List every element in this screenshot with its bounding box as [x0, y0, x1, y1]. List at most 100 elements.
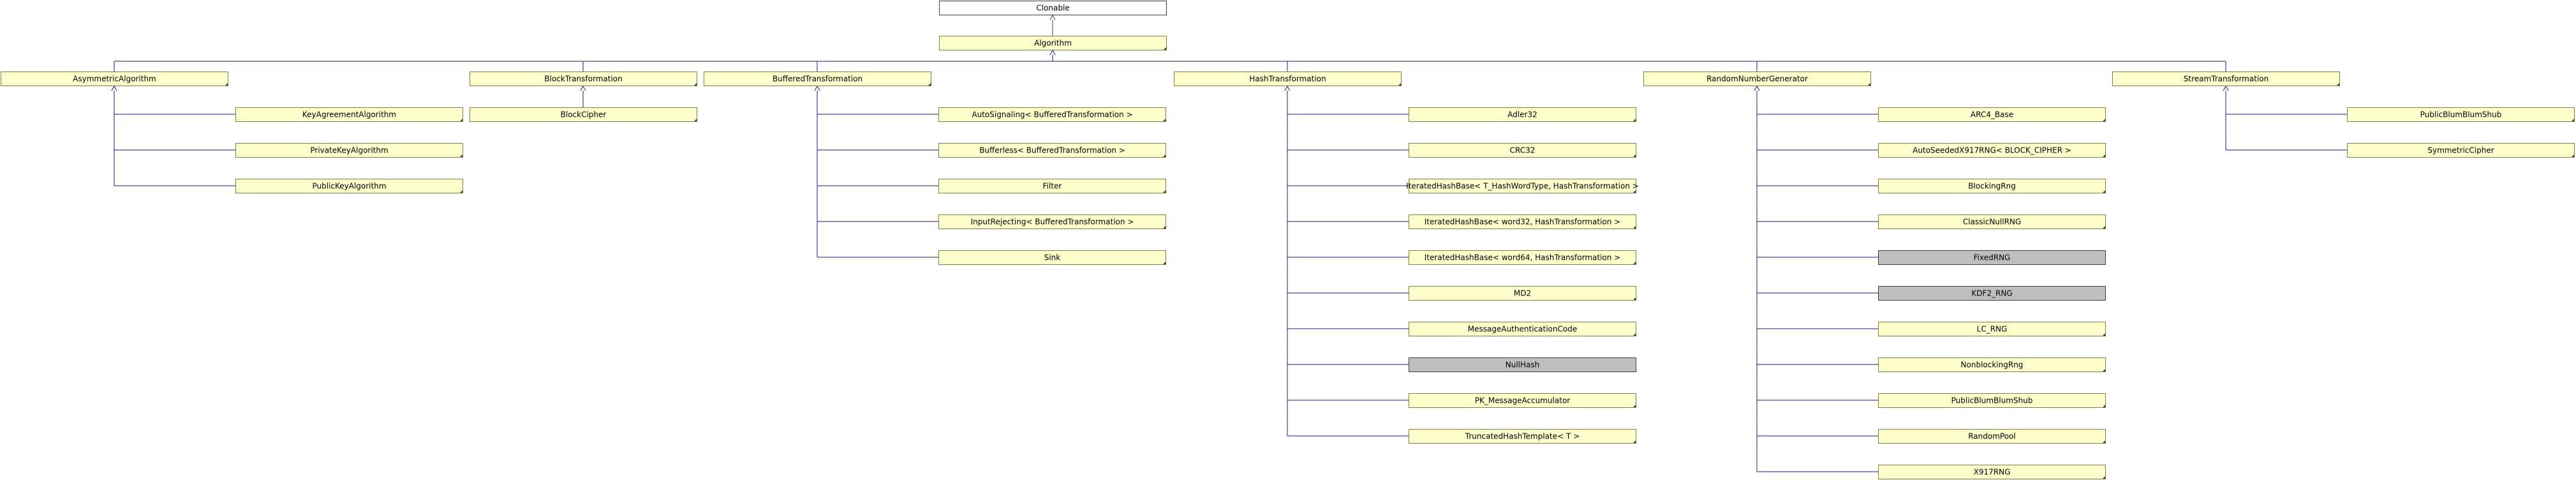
node-truncatedhashtemplate-t[interactable]: TruncatedHashTemplate< T > [1409, 429, 1636, 444]
node-iteratedhashbase-word32-hashtransformation[interactable]: IteratedHashBase< word32, HashTransforma… [1409, 214, 1636, 229]
node-fixedrng[interactable]: FixedRNG [1878, 250, 2106, 265]
node-truncatedhashtemplate-t-box [1409, 429, 1636, 444]
node-arc4-base-box [1878, 107, 2106, 122]
node-clonable[interactable]: Clonable [939, 1, 1167, 15]
node-blockingrng-label: BlockingRng [1968, 182, 2016, 191]
node-pk-messageaccumulator-box [1409, 393, 1636, 408]
node-blocktransformation-corner-icon [694, 83, 697, 86]
node-randomnumbergenerator-corner-icon [1868, 83, 1870, 86]
node-crc32[interactable]: CRC32 [1409, 143, 1636, 158]
node-inputrejecting-bufferedtransformation-box [938, 214, 1166, 229]
node-crc32-box [1409, 143, 1636, 158]
node-hashtransformation[interactable]: HashTransformation [1174, 71, 1402, 86]
node-symmetriccipher[interactable]: SymmetricCipher [2347, 143, 2575, 158]
node-privatekeyalgorithm[interactable]: PrivateKeyAlgorithm [235, 143, 463, 158]
node-pk-messageaccumulator[interactable]: PK_MessageAccumulator [1409, 393, 1636, 408]
node-filter-label: Filter [1043, 182, 1062, 191]
node-publicblumblumshub[interactable]: PublicBlumBlumShub [2347, 107, 2575, 122]
node-asymmetricalgorithm[interactable]: AsymmetricAlgorithm [1, 71, 228, 86]
node-nullhash-label: NullHash [1506, 361, 1539, 370]
node-iteratedhashbase-t-hashwordtype-hashtransformation[interactable]: IteratedHashBase< T_HashWordType, HashTr… [1406, 179, 1639, 193]
node-filter[interactable]: Filter [938, 179, 1166, 193]
node-md2-label: MD2 [1514, 289, 1531, 298]
node-clonable-label: Clonable [1036, 4, 1069, 13]
node-inputrejecting-bufferedtransformation-label: InputRejecting< BufferedTransformation > [971, 218, 1134, 227]
node-nonblockingrng-label: NonblockingRng [1961, 361, 2024, 370]
node-md2[interactable]: MD2 [1409, 286, 1636, 301]
node-privatekeyalgorithm-box [235, 143, 463, 158]
node-arc4-base[interactable]: ARC4_Base [1878, 107, 2106, 122]
node-iteratedhashbase-t-hashwordtype-hashtransformation-corner-icon [1633, 190, 1636, 193]
node-lc-rng-label: LC_RNG [1977, 325, 2008, 334]
node-sink-label: Sink [1044, 253, 1061, 262]
node-autosignaling-bufferedtransformation-box [938, 107, 1166, 122]
node-randomnumbergenerator[interactable]: RandomNumberGenerator [1643, 71, 1871, 86]
node-symmetriccipher-box [2347, 143, 2575, 158]
node-lc-rng-box [1878, 322, 2106, 336]
node-hashtransformation-corner-icon [1398, 83, 1401, 86]
node-autosignaling-bufferedtransformation[interactable]: AutoSignaling< BufferedTransformation > [938, 107, 1166, 122]
node-bufferedtransformation-corner-icon [928, 83, 931, 86]
node-keyagreementalgorithm-box [235, 107, 463, 122]
node-blockingrng-corner-icon [2103, 190, 2105, 193]
node-publickeyalgorithm[interactable]: PublicKeyAlgorithm [235, 179, 463, 193]
node-iteratedhashbase-word64-hashtransformation[interactable]: IteratedHashBase< word64, HashTransforma… [1409, 250, 1636, 265]
node-iteratedhashbase-word32-hashtransformation-box [1409, 214, 1636, 229]
node-blockcipher[interactable]: BlockCipher [470, 107, 697, 122]
node-nullhash[interactable]: NullHash [1409, 357, 1636, 372]
node-inputrejecting-bufferedtransformation-corner-icon [1163, 226, 1166, 229]
node-iteratedhashbase-word64-hashtransformation-label: IteratedHashBase< word64, HashTransforma… [1425, 253, 1620, 262]
node-inputrejecting-bufferedtransformation[interactable]: InputRejecting< BufferedTransformation > [938, 214, 1166, 229]
node-blockcipher-label: BlockCipher [561, 110, 607, 119]
node-publicblumblumshub-corner-icon [2572, 119, 2574, 121]
node-lc-rng[interactable]: LC_RNG [1878, 322, 2106, 336]
node-classicnullrng[interactable]: ClassicNullRNG [1878, 214, 2106, 229]
node-nonblockingrng[interactable]: NonblockingRng [1878, 357, 2106, 372]
node-autoseededx917rng-block-cipher-box [1878, 143, 2106, 158]
node-randompool[interactable]: RandomPool [1878, 429, 2106, 444]
node-publickeyalgorithm-corner-icon [460, 190, 463, 193]
node-bufferedtransformation-label: BufferedTransformation [773, 75, 862, 84]
node-filter-corner-icon [1163, 190, 1166, 193]
node-algorithm-label: Algorithm [1034, 39, 1072, 48]
node-autosignaling-bufferedtransformation-label: AutoSignaling< BufferedTransformation > [972, 110, 1132, 119]
node-iteratedhashbase-word32-hashtransformation-corner-icon [1633, 226, 1636, 229]
node-blockingrng[interactable]: BlockingRng [1878, 179, 2106, 193]
node-bufferless-bufferedtransformation-corner-icon [1163, 154, 1166, 157]
node-keyagreementalgorithm-label: KeyAgreementAlgorithm [302, 110, 396, 119]
node-iteratedhashbase-word64-hashtransformation-box [1409, 250, 1636, 265]
node-algorithm[interactable]: Algorithm [939, 36, 1167, 50]
node-kdf2-rng[interactable]: KDF2_RNG [1878, 286, 2106, 301]
node-bufferedtransformation[interactable]: BufferedTransformation [704, 71, 931, 86]
node-truncatedhashtemplate-t-label: TruncatedHashTemplate< T > [1465, 432, 1580, 441]
node-randompool-box [1878, 429, 2106, 444]
node-blocktransformation-label: BlockTransformation [544, 75, 622, 84]
node-asymmetricalgorithm-box [1, 71, 228, 86]
node-iteratedhashbase-word64-hashtransformation-corner-icon [1633, 262, 1636, 264]
node-blocktransformation[interactable]: BlockTransformation [470, 71, 697, 86]
node-sink-box [938, 250, 1166, 265]
node-adler32[interactable]: Adler32 [1409, 107, 1636, 122]
node-asymmetricalgorithm-label: AsymmetricAlgorithm [73, 75, 156, 84]
node-x917rng-corner-icon [2103, 476, 2105, 479]
node-algorithm-box [939, 36, 1167, 50]
node-publicblumblumshub-label: PublicBlumBlumShub [2420, 110, 2502, 119]
node-lc-rng-corner-icon [2103, 333, 2105, 336]
node-pk-messageaccumulator-corner-icon [1633, 405, 1636, 407]
node-kdf2-rng-label: KDF2_RNG [1971, 289, 2012, 298]
node-messageauthenticationcode[interactable]: MessageAuthenticationCode [1409, 322, 1636, 336]
node-nonblockingrng-box [1878, 357, 2106, 372]
node-publicblumblumshub[interactable]: PublicBlumBlumShub [1878, 393, 2106, 408]
node-sink[interactable]: Sink [938, 250, 1166, 265]
node-x917rng[interactable]: X917RNG [1878, 465, 2106, 479]
node-classicnullrng-box [1878, 214, 2106, 229]
node-keyagreementalgorithm[interactable]: KeyAgreementAlgorithm [235, 107, 463, 122]
node-blockcipher-corner-icon [694, 119, 697, 121]
node-adler32-label: Adler32 [1507, 110, 1537, 119]
node-autoseededx917rng-block-cipher[interactable]: AutoSeededX917RNG< BLOCK_CIPHER > [1878, 143, 2106, 158]
node-bufferless-bufferedtransformation[interactable]: Bufferless< BufferedTransformation > [938, 143, 1166, 158]
node-fixedrng-label: FixedRNG [1974, 253, 2011, 262]
node-streamtransformation[interactable]: StreamTransformation [2112, 71, 2340, 86]
